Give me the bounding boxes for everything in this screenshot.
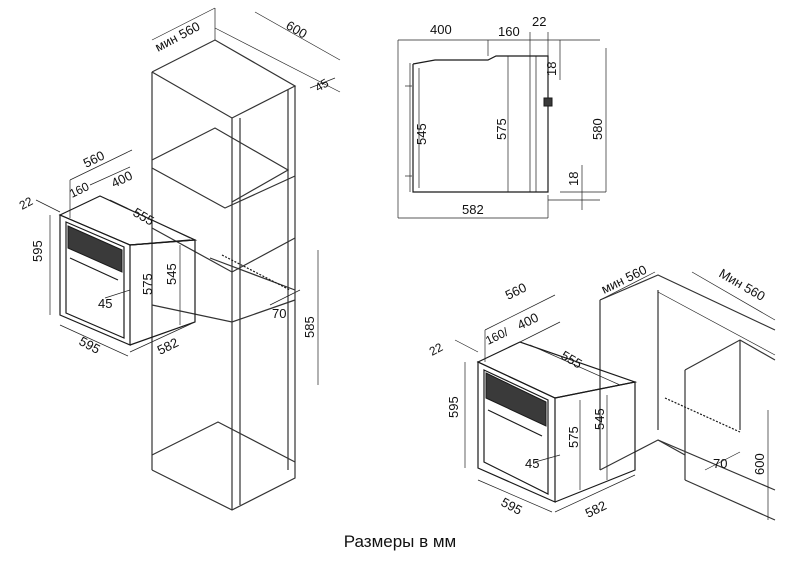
niche-label-min-560-b: Мин 560 [717, 266, 768, 304]
label-600: 600 [284, 18, 310, 42]
profile-label-545: 545 [414, 123, 429, 145]
niche-label-22: 22 [427, 340, 446, 359]
niche-label-595-height: 595 [446, 396, 461, 418]
label-582: 582 [155, 335, 181, 358]
niche-label-545: 545 [592, 408, 607, 430]
niche-label-582: 582 [583, 498, 609, 521]
profile-label-575: 575 [494, 118, 509, 140]
left-dimension-labels: мин 560 600 45 560 400 160 22 555 595 54… [17, 18, 332, 358]
undercounter-niche [599, 274, 776, 521]
label-160: 160 [67, 179, 91, 201]
label-545: 545 [164, 263, 179, 285]
label-585: 585 [302, 316, 317, 338]
label-400: 400 [109, 168, 135, 191]
profile-label-22: 22 [532, 14, 546, 29]
right-dimension-lines [454, 271, 776, 520]
caption: Размеры в мм [343, 532, 457, 551]
label-595-height: 595 [30, 240, 45, 262]
label-70: 70 [272, 306, 286, 321]
side-profile-dimension-lines [397, 32, 607, 219]
profile-label-160: 160 [498, 24, 520, 39]
niche-label-45: 45 [525, 456, 539, 471]
side-profile-labels: 400 160 22 18 545 575 580 18 582 [414, 14, 605, 217]
side-profile [405, 55, 553, 193]
niche-label-575: 575 [566, 426, 581, 448]
niche-label-595-width: 595 [499, 494, 525, 517]
label-min-560: мин 560 [152, 19, 202, 55]
label-22: 22 [17, 194, 36, 213]
niche-label-600: 600 [752, 453, 767, 475]
left-dimension-lines [35, 7, 341, 385]
profile-label-400: 400 [430, 22, 452, 37]
niche-label-min-560-a: мин 560 [599, 262, 649, 297]
label-595-width: 595 [77, 333, 103, 356]
profile-label-18-bottom: 18 [566, 172, 581, 186]
label-575: 575 [140, 273, 155, 295]
label-45-handle: 45 [98, 296, 112, 311]
label-555: 555 [131, 205, 157, 229]
profile-label-582: 582 [462, 202, 484, 217]
niche-label-560: 560 [503, 280, 529, 303]
niche-label-160: 160/ [483, 325, 511, 348]
profile-label-580: 580 [590, 118, 605, 140]
profile-label-18-top: 18 [544, 62, 559, 76]
niche-label-70: 70 [713, 456, 727, 471]
label-45: 45 [313, 76, 332, 95]
label-560: 560 [81, 148, 107, 171]
oven-right [476, 341, 638, 503]
column-cabinet [151, 39, 297, 511]
oven-left [58, 195, 198, 346]
